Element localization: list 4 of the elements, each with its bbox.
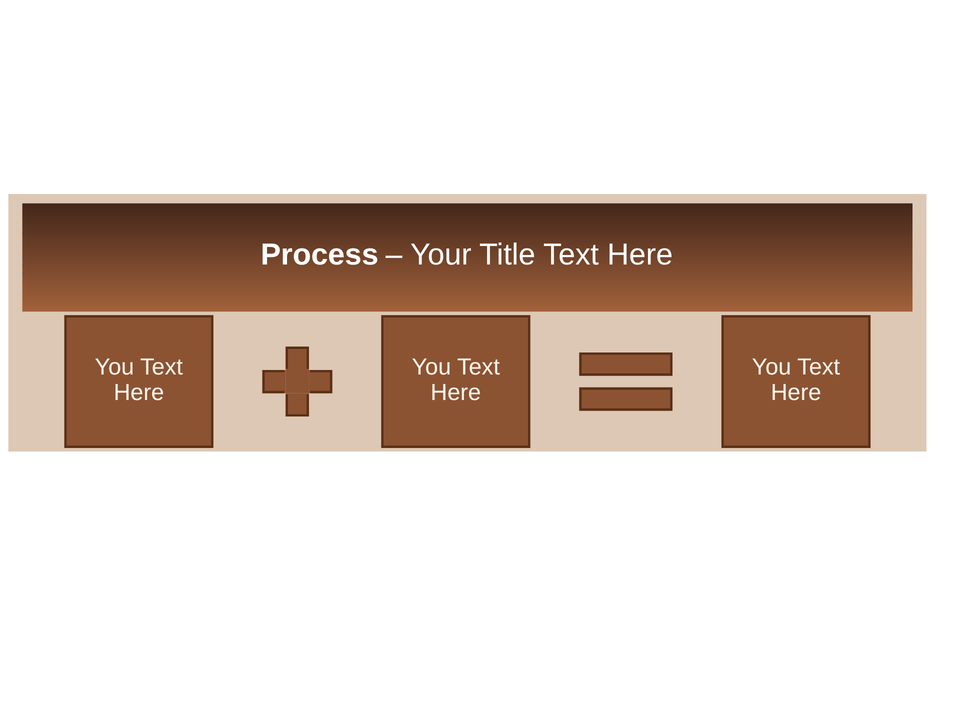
- node-box: You Text Here: [721, 314, 871, 448]
- node-box: You Text Here: [64, 314, 214, 448]
- diagram-title: Process – Your Title Text Here: [260, 238, 673, 271]
- node-box: You Text Here: [381, 314, 530, 448]
